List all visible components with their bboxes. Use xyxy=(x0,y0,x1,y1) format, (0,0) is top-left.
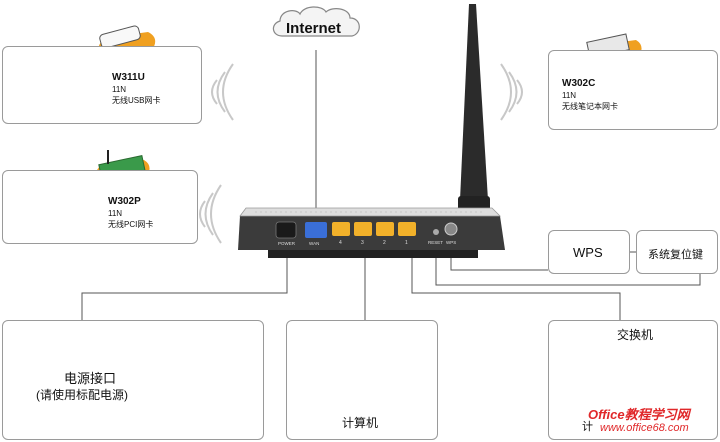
wps-port-label: WPS xyxy=(446,240,457,245)
device-spec: 11N xyxy=(108,209,123,218)
reset-callout-label: 系统复位键 xyxy=(648,249,703,261)
power-port xyxy=(275,221,297,239)
lan-port-label: 1 xyxy=(405,240,408,246)
lan-port xyxy=(398,222,416,236)
wan-port xyxy=(305,222,327,238)
power-interface-label: 电源接口 xyxy=(64,371,117,386)
device-spec: 11N xyxy=(562,91,577,100)
device-model: W302C xyxy=(562,78,596,89)
device-desc: 无线USB网卡 xyxy=(112,96,161,105)
computer-label: 计算机 xyxy=(342,416,379,430)
device-model: W311U xyxy=(112,72,145,83)
power-port-label: POWER xyxy=(278,241,296,246)
watermark-url: www.office68.com xyxy=(600,422,689,434)
wifi-signal-right xyxy=(500,63,523,121)
lan-port-label: 2 xyxy=(383,240,386,246)
power-note-label: (请使用标配电源) xyxy=(36,388,128,402)
internet-label: Internet xyxy=(286,20,342,37)
device-model: W302P xyxy=(108,196,141,207)
power-port-box xyxy=(2,320,264,440)
wps-callout-box xyxy=(548,230,630,274)
computer-box xyxy=(286,320,438,440)
switch-box xyxy=(548,320,718,440)
device-spec: 11N xyxy=(112,85,127,94)
wireless-usb-client-box xyxy=(2,46,202,124)
reset-port-label: RESET xyxy=(428,240,444,245)
internet-cloud xyxy=(272,6,360,37)
lan-port xyxy=(376,222,394,236)
wps-button xyxy=(444,222,458,236)
lan-port xyxy=(332,222,350,236)
lan-port-label: 3 xyxy=(361,240,364,246)
router-body xyxy=(238,207,505,258)
wireless-pci-client-box xyxy=(2,170,198,244)
router-antenna xyxy=(458,4,490,220)
watermark-title: Office教程学习网 xyxy=(588,407,690,422)
computers-label: 计 xyxy=(582,421,593,433)
lan-port-label: 4 xyxy=(339,240,342,246)
wireless-notebook-client-box xyxy=(548,50,718,130)
wps-callout-label: WPS xyxy=(573,245,603,260)
wifi-signal-left-top xyxy=(211,63,234,121)
wifi-signal-left-mid xyxy=(199,184,222,244)
lan-port xyxy=(354,222,372,236)
switch-label: 交换机 xyxy=(617,328,654,342)
device-desc: 无线笔记本网卡 xyxy=(562,102,618,111)
wan-port-label: WAN xyxy=(309,241,320,246)
reset-callout-box xyxy=(636,230,718,274)
reset-button-hole xyxy=(433,229,439,235)
device-desc: 无线PCI网卡 xyxy=(108,220,154,229)
